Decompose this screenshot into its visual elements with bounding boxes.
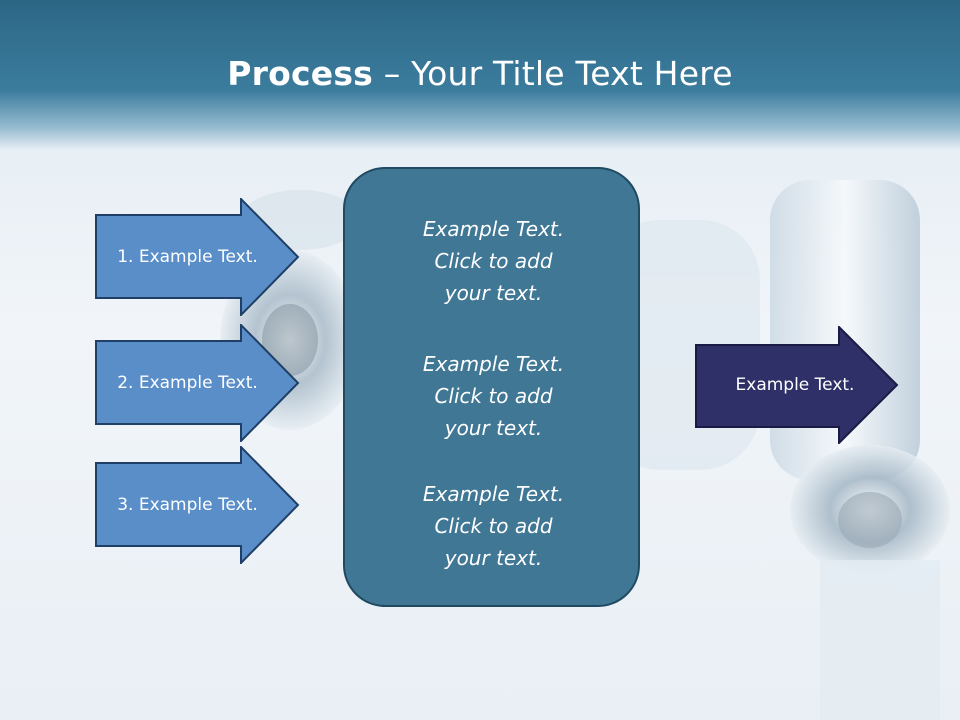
- right-arrow-label: Example Text.: [735, 375, 855, 395]
- center-block-2-line3: your text.: [444, 416, 543, 440]
- center-block-1-line3: your text.: [444, 281, 543, 305]
- center-block-1-line2: Click to add: [434, 249, 553, 273]
- center-block-3-line1: Example Text.: [422, 482, 565, 506]
- center-block-2-line2: Click to add: [434, 384, 553, 408]
- left-arrow-2-label: 2. Example Text.: [117, 373, 258, 393]
- center-block-3-line3: your text.: [444, 546, 543, 570]
- title-rest: – Your Title Text Here: [373, 54, 733, 93]
- left-arrow-3-label: 3. Example Text.: [117, 495, 258, 515]
- left-arrow-1-label: 1. Example Text.: [117, 247, 258, 267]
- left-arrow-2[interactable]: 2. Example Text.: [95, 324, 300, 442]
- left-arrow-3[interactable]: 3. Example Text.: [95, 446, 300, 564]
- center-block-2-line1: Example Text.: [422, 352, 565, 376]
- center-block-1: Example Text. Click to add your text.: [345, 213, 642, 309]
- center-block-3-line2: Click to add: [434, 514, 553, 538]
- center-block-3: Example Text. Click to add your text.: [345, 478, 642, 574]
- slide-title: Process – Your Title Text Here: [0, 52, 960, 96]
- left-arrow-1[interactable]: 1. Example Text.: [95, 198, 300, 316]
- right-arrow[interactable]: Example Text.: [695, 326, 900, 444]
- title-bar: [0, 0, 960, 150]
- title-bold: Process: [227, 54, 374, 93]
- center-block-1-line1: Example Text.: [422, 217, 565, 241]
- center-text-box[interactable]: Example Text. Click to add your text. Ex…: [343, 167, 640, 607]
- center-block-2: Example Text. Click to add your text.: [345, 348, 642, 444]
